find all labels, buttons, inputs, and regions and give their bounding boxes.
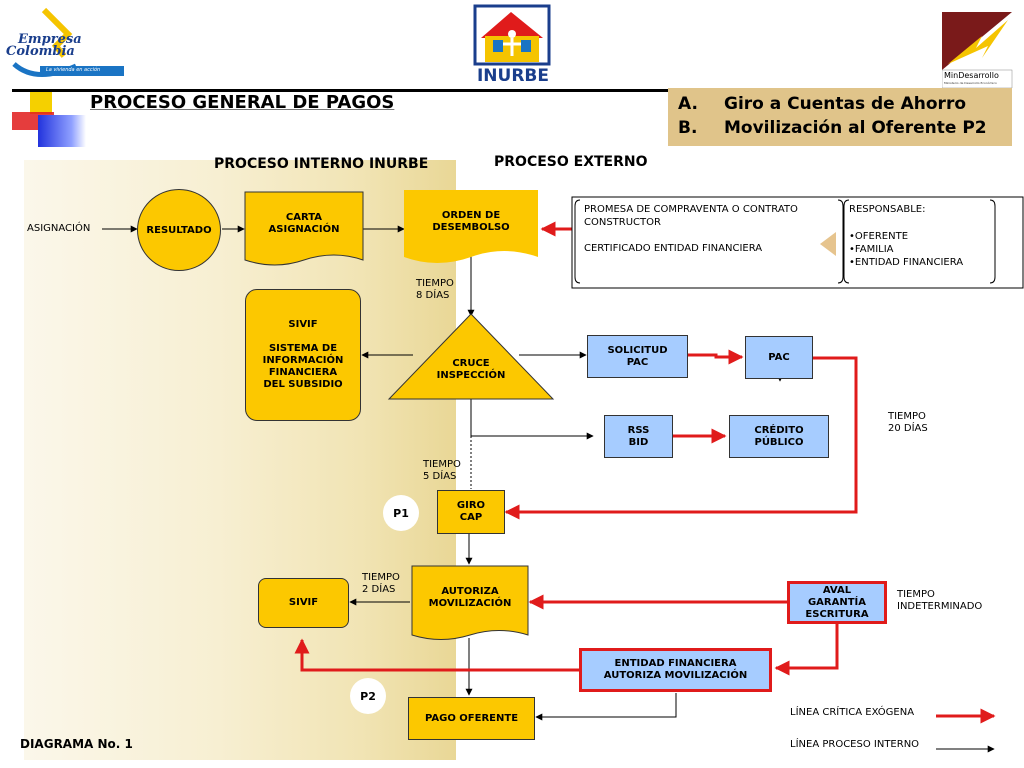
asignacion-label: ASIGNACIÓN <box>27 223 91 234</box>
tiempo-2-label: TIEMPO 2 DÍAS <box>362 572 400 595</box>
deco-blue-bar <box>38 115 86 147</box>
tiempo-8-label: TIEMPO 8 DÍAS <box>416 278 454 301</box>
responsable-item-oferente: •OFERENTE <box>849 231 909 242</box>
legend-key-a: A. <box>678 94 698 114</box>
pac-node: PAC <box>745 336 813 379</box>
empresa-colombia-mark <box>12 7 124 77</box>
sivif-node: SIVIF <box>258 578 349 628</box>
tiempo-indeterminado-label: TIEMPO INDETERMINADO <box>897 589 983 612</box>
pago-oferente-node: PAGO OFERENTE <box>408 697 535 740</box>
empresa-colombia-logo: Empresa Colombia La vivienda en acción <box>6 6 126 86</box>
inurbe-wordmark: INURBE <box>476 66 550 86</box>
autoriza-movilizacion-node: AUTORIZA MOVILIZACIÓN <box>428 586 512 609</box>
header-external: PROCESO EXTERNO <box>494 154 648 170</box>
internal-process-band <box>24 160 456 760</box>
solicitud-pac-node: SOLICITUD PAC <box>587 335 688 378</box>
entidad-financiera-node: ENTIDAD FINANCIERA AUTORIZA MOVILIZACIÓN <box>579 648 772 692</box>
empresa-line2: Colombia <box>6 44 75 59</box>
mindesarrollo-logo: MinDesarrollo Ministerio de Desarrollo E… <box>942 12 1014 88</box>
mindesarrollo-mark <box>942 12 1013 88</box>
inurbe-house-mark <box>473 4 551 66</box>
process-legend-box: A. Giro a Cuentas de Ahorro B. Movilizació… <box>668 88 1012 146</box>
legend-text-a: Giro a Cuentas de Ahorro <box>724 94 967 114</box>
doc-line2: CONSTRUCTOR <box>584 217 661 228</box>
legend-text-b: Movilización al Oferente P2 <box>724 118 987 138</box>
responsable-title: RESPONSABLE: <box>849 204 926 215</box>
title-rule <box>12 89 668 92</box>
mindesarrollo-subtext: Ministerio de Desarrollo Económico <box>944 81 997 85</box>
diagram-number: DIAGRAMA No. 1 <box>20 737 133 751</box>
sivif-info-node: SIVIF SISTEMA DE INFORMACIÓN FINANCIERA … <box>245 289 361 421</box>
red-arrows <box>294 221 996 724</box>
document-pointer-icon <box>820 232 836 256</box>
aval-garantia-node: AVAL GARANTÍA ESCRITURA <box>787 581 887 624</box>
p1-marker: P1 <box>383 495 419 531</box>
legend-item-a: A. Giro a Cuentas de Ahorro <box>678 92 1012 116</box>
credito-publico-node: CRÉDITO PÚBLICO <box>729 415 829 458</box>
p2-marker: P2 <box>350 678 386 714</box>
empresa-tagline: La vivienda en acción <box>46 67 101 73</box>
legend-key-b: B. <box>678 118 698 138</box>
inurbe-logo: INURBE <box>473 4 553 88</box>
orden-desembolso-node: ORDEN DE DESEMBOLSO <box>432 210 510 233</box>
legend-item-b: B. Movilización al Oferente P2 <box>678 116 1012 140</box>
empresa-line1: Empresa <box>18 32 82 47</box>
resultado-label: RESULTADO <box>146 224 212 236</box>
mindesarrollo-wordmark: MinDesarrollo <box>944 71 999 80</box>
responsable-item-familia: •FAMILIA <box>849 244 894 255</box>
legend-critical-label: LÍNEA CRÍTICA EXÓGENA <box>790 707 915 718</box>
tiempo-5-label: TIEMPO 5 DÍAS <box>423 459 461 482</box>
doc-line3: CERTIFICADO ENTIDAD FINANCIERA <box>584 243 763 254</box>
orden-doc-shape <box>404 190 538 263</box>
document-box-frame <box>571 196 1024 289</box>
cruce-triangle <box>387 313 555 400</box>
responsable-item-entidad: •ENTIDAD FINANCIERA <box>849 257 964 268</box>
header-internal: PROCESO INTERNO INURBE <box>214 156 429 172</box>
autoriza-doc-shape <box>411 565 529 640</box>
resultado-node: RESULTADO <box>137 189 221 271</box>
carta-doc-shape <box>244 191 364 266</box>
doc-line1: PROMESA DE COMPRAVENTA O CONTRATO <box>584 204 798 215</box>
page-title: PROCESO GENERAL DE PAGOS <box>90 92 395 113</box>
legend-internal-label: LÍNEA PROCESO INTERNO <box>790 739 920 750</box>
tiempo-20-label: TIEMPO 20 DÍAS <box>888 411 928 434</box>
deco-yellow-square <box>30 92 52 114</box>
carta-asignacion-node: CARTA ASIGNACIÓN <box>268 212 340 235</box>
black-arrows <box>102 225 995 753</box>
rss-bid-node: RSS BID <box>604 415 673 458</box>
giro-cap-node: GIRO CAP <box>437 490 505 534</box>
cruce-inspeccion-node: CRUCE INSPECCIÓN <box>436 358 506 381</box>
